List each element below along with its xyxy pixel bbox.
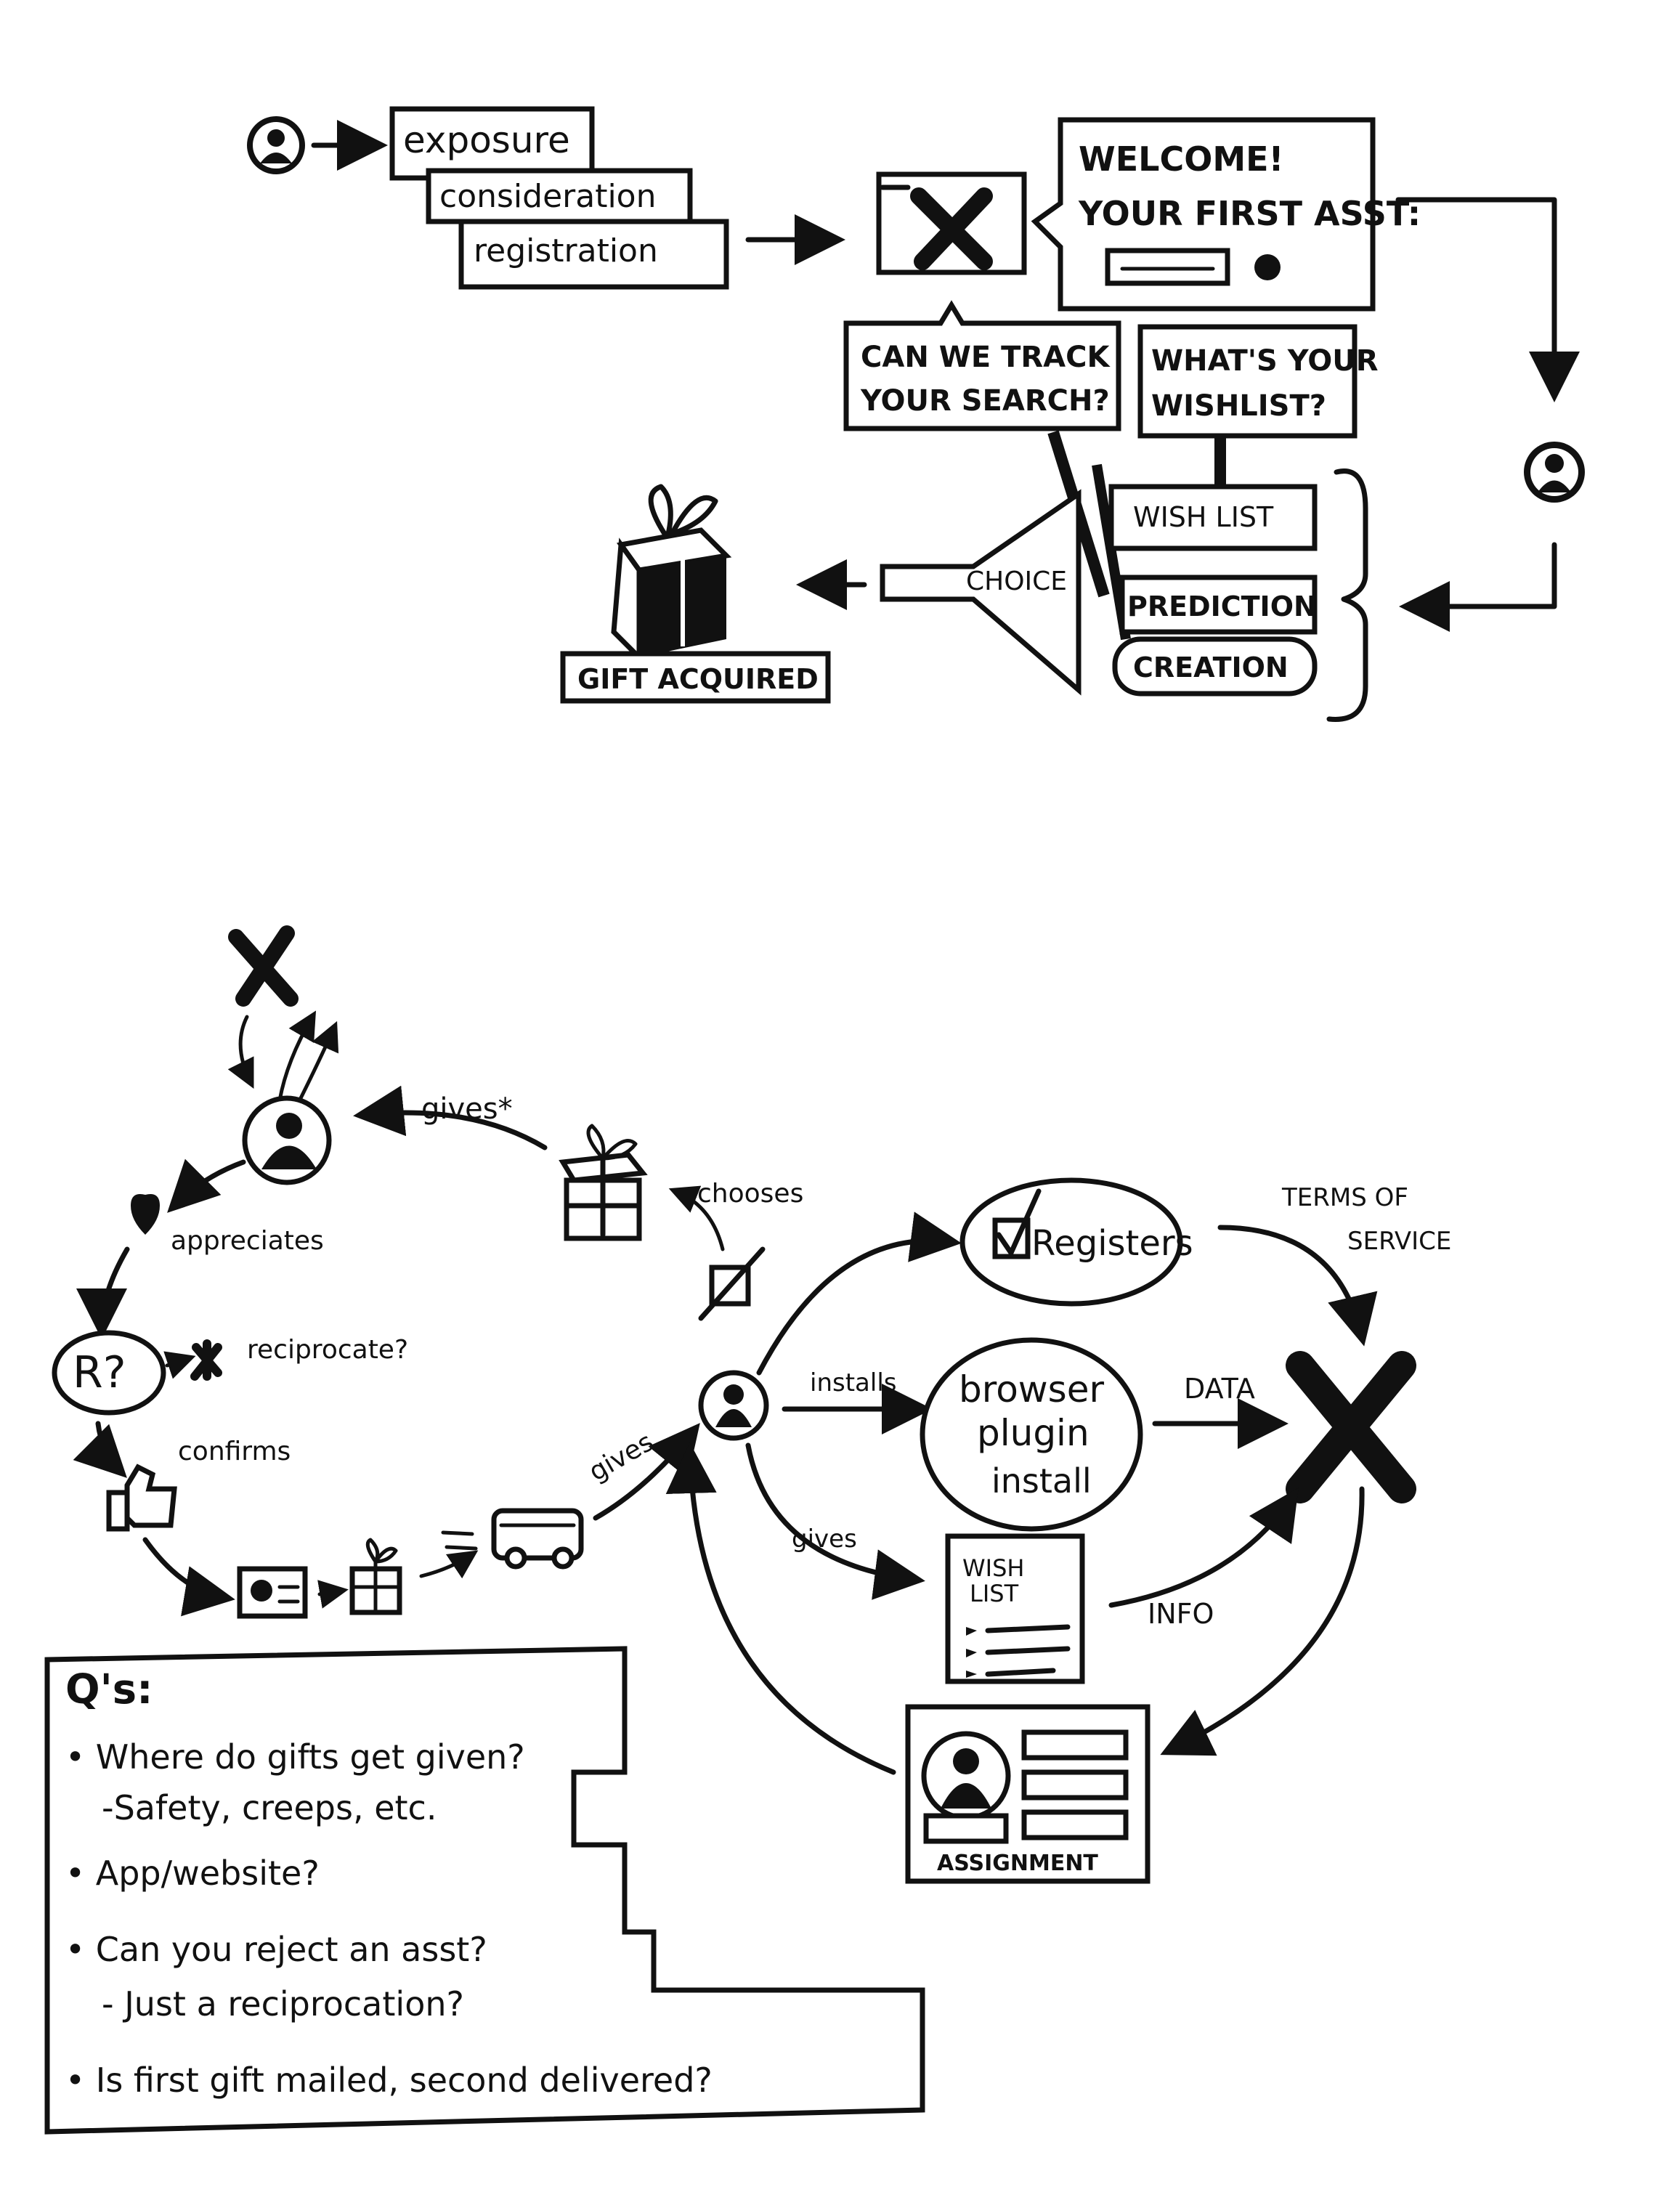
thumbs-up-icon	[106, 1464, 177, 1532]
option-creation: CREATION	[1112, 636, 1318, 697]
track-line1: CAN WE TRACK	[861, 341, 1111, 374]
heart-icon	[131, 1194, 160, 1235]
wishlist-q-line1: WHAT'S YOUR	[1151, 344, 1379, 378]
stage-exposure-label: exposure	[403, 119, 570, 161]
splat-icon	[190, 1339, 222, 1381]
questions-title: Q's:	[65, 1666, 153, 1713]
giver-avatar	[698, 1370, 769, 1441]
rejected-x-icon	[228, 925, 299, 1007]
chooses-label: chooses	[697, 1179, 803, 1209]
options-brace	[1326, 468, 1368, 722]
data-label: DATA	[1184, 1373, 1255, 1405]
option-prediction: PREDICTION	[1119, 575, 1318, 635]
track-search-bubble: CAN WE TRACK YOUR SEARCH?	[843, 300, 1121, 431]
question-line-5: - Just a reciprocation?	[102, 1984, 464, 2024]
question-line-4: • Can you reject an asst?	[65, 1930, 487, 1969]
assignment-card: ASSIGNMENT	[905, 1704, 1151, 1884]
terms-line2: SERVICE	[1347, 1227, 1451, 1256]
questions-box: Q's: • Where do gifts get given? -Safety…	[44, 1646, 925, 2135]
stage-exposure: exposure	[389, 106, 595, 181]
option-creation-label: CREATION	[1133, 652, 1289, 683]
assignment-label: ASSIGNMENT	[937, 1851, 1098, 1876]
stage-registration-label: registration	[474, 232, 658, 269]
browser-line3: install	[991, 1461, 1092, 1501]
gives-right-label: gives	[792, 1525, 857, 1554]
browser-line1: browser	[959, 1368, 1104, 1411]
gift-icon-top	[559, 1124, 648, 1241]
arrow-user-to-options	[1399, 542, 1557, 632]
gives-star-label: gives*	[421, 1092, 513, 1126]
welcome-line2: YOUR FIRST ASST:	[1078, 194, 1421, 233]
option-wish-list: WISH LIST	[1108, 484, 1318, 551]
wish-line1: WISH	[962, 1554, 1024, 1582]
reciprocate-label: reciprocate?	[247, 1335, 408, 1365]
registers-node: Registers	[959, 1177, 1193, 1307]
gift-acquired-label-box: GIFT ACQUIRED	[560, 651, 831, 704]
installs-label: installs	[810, 1368, 896, 1397]
gift-box-icon	[611, 484, 732, 664]
cycle-diagram: gives* chooses appreciates R? reciprocat…	[52, 925, 1451, 1884]
user-avatar-right	[1524, 442, 1585, 503]
choice-label: CHOICE	[966, 567, 1067, 596]
info-label: INFO	[1148, 1598, 1214, 1630]
browser-window-x-icon	[876, 171, 1027, 275]
stage-consideration: consideration	[426, 168, 693, 224]
profile-card-icon	[237, 1566, 308, 1619]
terms-line1: TERMS OF	[1281, 1183, 1408, 1212]
track-line2: YOUR SEARCH?	[860, 384, 1110, 418]
browser-plugin-node: browser plugin install	[920, 1337, 1143, 1532]
r-question-node: R?	[52, 1330, 166, 1416]
question-line-2: -Safety, creeps, etc.	[102, 1788, 437, 1827]
gift-acquired-label: GIFT ACQUIRED	[577, 663, 819, 695]
confirms-label: confirms	[178, 1437, 291, 1466]
arrow-welcome-to-user	[1395, 197, 1580, 402]
question-line-3: • App/website?	[65, 1854, 320, 1893]
crossed-gift-icon	[698, 1246, 766, 1321]
question-line-1: • Where do gifts get given?	[65, 1737, 525, 1777]
stage-registration: registration	[458, 219, 729, 290]
recipient-avatar	[242, 1095, 332, 1185]
wish-line2: LIST	[970, 1580, 1019, 1607]
registers-label: Registers	[1031, 1223, 1193, 1264]
gift-icon-small	[349, 1538, 402, 1615]
stage-consideration-label: consideration	[439, 178, 656, 215]
appreciates-label: appreciates	[171, 1226, 324, 1256]
welcome-line1: WELCOME!	[1079, 139, 1284, 179]
option-wish-list-label: WISH LIST	[1133, 501, 1274, 533]
assignee-avatar-icon	[1254, 254, 1281, 280]
r-question-label: R?	[73, 1347, 126, 1398]
wishlist-question-bubble: WHAT'S YOUR WISHLIST?	[1137, 324, 1379, 439]
question-line-6: • Is first gift mailed, second delivered…	[65, 2061, 713, 2100]
wishlist-q-line2: WISHLIST?	[1151, 389, 1326, 423]
wish-list-doc: WISH LIST	[945, 1533, 1085, 1684]
platform-x-icon	[1286, 1351, 1416, 1503]
user-avatar-start	[247, 116, 305, 174]
delivery-bus-icon	[491, 1508, 584, 1570]
browser-line2: plugin	[977, 1412, 1089, 1454]
choice-funnel: CHOICE	[880, 489, 1082, 696]
top-flow: exposure consideration registration WELC…	[247, 106, 1585, 722]
welcome-bubble: WELCOME! YOUR FIRST ASST:	[1031, 117, 1421, 312]
option-prediction-label: PREDICTION	[1127, 590, 1317, 622]
